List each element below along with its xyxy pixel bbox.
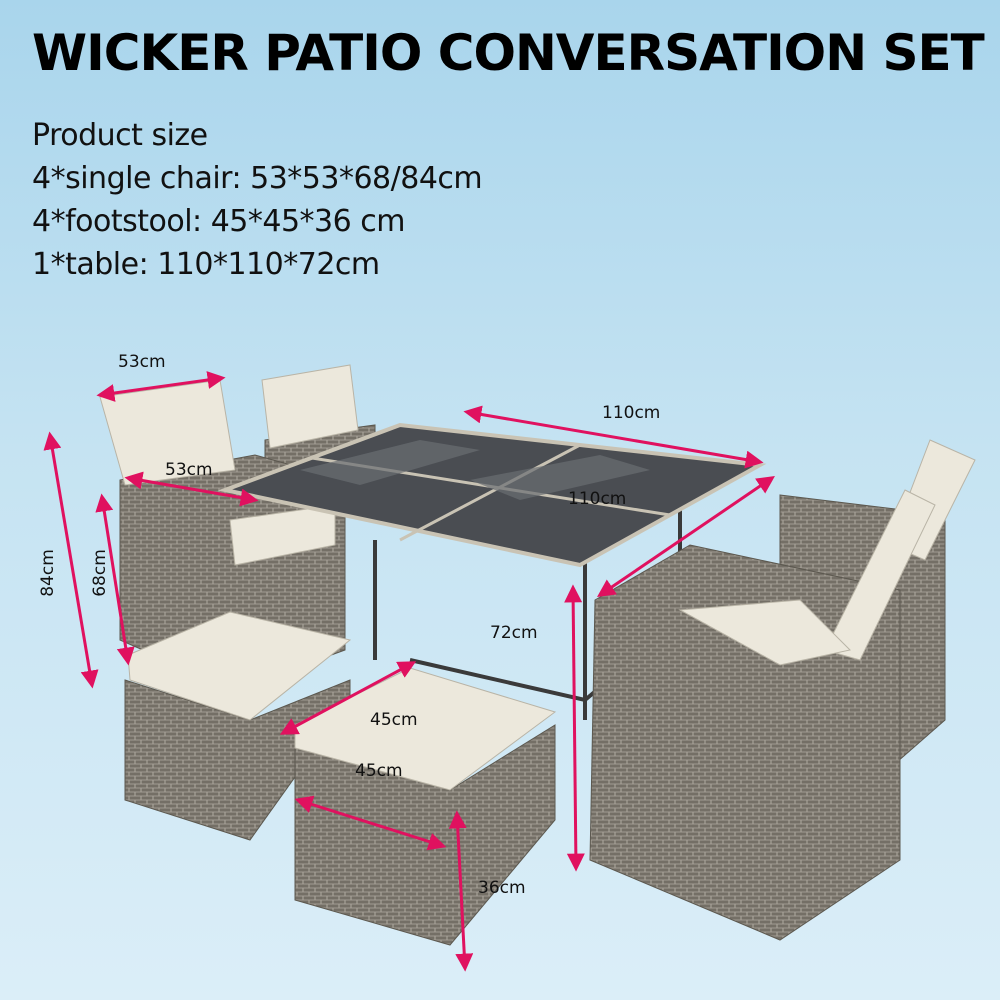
spec-heading: Product size bbox=[32, 118, 208, 153]
label-table-height: 72cm bbox=[490, 623, 538, 643]
dimension-arrows bbox=[43, 371, 775, 972]
label-stool-height: 36cm bbox=[478, 878, 526, 898]
spec-footstool: 4*footstool: 45*45*36 cm bbox=[32, 204, 405, 239]
spec-table: 1*table: 110*110*72cm bbox=[32, 247, 380, 282]
product-size-specs: Product size 4*single chair: 53*53*68/84… bbox=[32, 114, 483, 286]
arrow-table-depth bbox=[597, 475, 775, 598]
label-table-width: 110cm bbox=[602, 403, 661, 423]
front-footstool bbox=[294, 667, 557, 946]
spec-chair: 4*single chair: 53*53*68/84cm bbox=[32, 161, 483, 196]
arrow-stool-height bbox=[448, 810, 474, 972]
label-stool-width: 45cm bbox=[370, 710, 418, 730]
label-stool-depth: 45cm bbox=[355, 761, 403, 781]
arrow-table-width bbox=[463, 405, 764, 469]
arrow-table-height bbox=[564, 584, 585, 872]
arrow-stool-depth bbox=[294, 795, 447, 851]
page-title: WICKER PATIO CONVERSATION SET bbox=[32, 24, 985, 82]
arrow-chair-depth bbox=[124, 471, 259, 507]
arrow-stool-width bbox=[279, 661, 417, 735]
arrow-chair-height-seat bbox=[95, 493, 135, 666]
arrow-chair-height-total bbox=[43, 431, 99, 689]
label-chair-height-total: 84cm bbox=[37, 549, 58, 597]
label-chair-height-seat: 68cm bbox=[89, 549, 110, 597]
label-table-depth: 110cm bbox=[568, 489, 627, 509]
right-front-chair bbox=[589, 489, 936, 941]
label-chair-width: 53cm bbox=[118, 352, 166, 372]
label-chair-depth: 53cm bbox=[165, 460, 213, 480]
arrow-chair-width bbox=[96, 371, 226, 402]
